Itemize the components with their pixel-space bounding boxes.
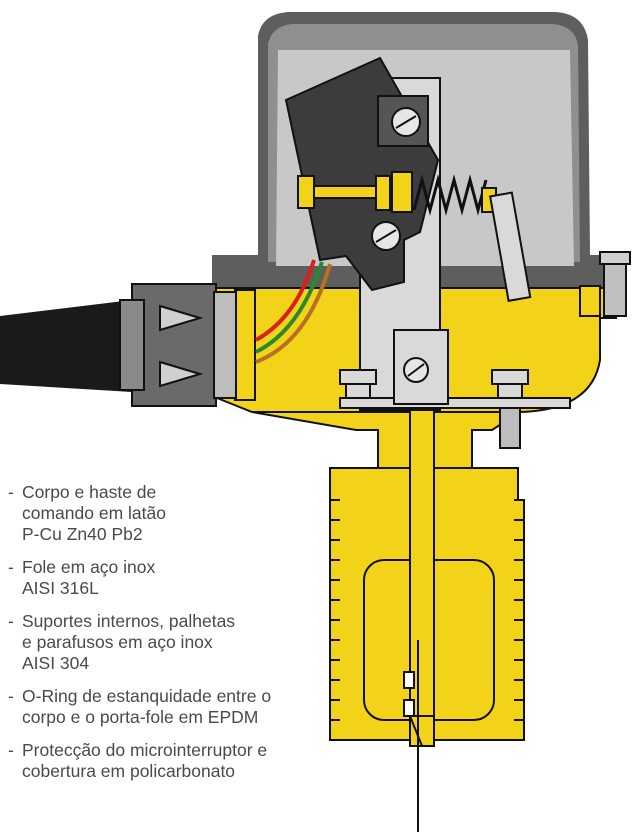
cable-gland <box>119 283 237 407</box>
base-screws <box>339 329 529 449</box>
specification-list: Corpo e haste de comando em latão P-Cu Z… <box>8 482 328 794</box>
spec-o-ring: O-Ring de estanquidade entre o corpo e o… <box>8 686 328 728</box>
spec-body-stem: Corpo e haste de comando em latão P-Cu Z… <box>8 482 328 545</box>
electrical-cable <box>0 300 132 392</box>
spec-bellows: Fole em aço inox AISI 316L <box>8 557 328 599</box>
microswitch-block <box>284 56 440 292</box>
adjustment-screw-spring <box>297 171 532 302</box>
spec-microswitch-cover: Protecção do microinterruptor e cobertur… <box>8 740 328 782</box>
internal-wires <box>255 259 332 364</box>
spec-internal-supports: Suportes internos, palhetas e parafusos … <box>8 611 328 674</box>
